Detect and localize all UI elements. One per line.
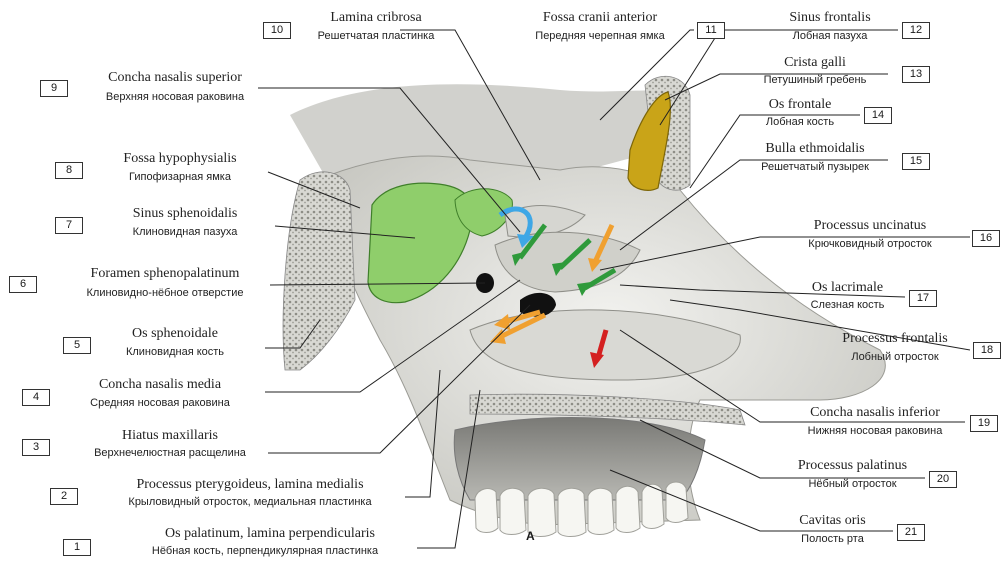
label-number: 21 [897, 524, 925, 541]
label-russian: Крючковидный отросток [770, 238, 970, 251]
label-russian: Решетчатый пузырек [740, 161, 890, 174]
label-russian: Лобный отросток [820, 351, 970, 364]
label-latin: Crista galli [740, 55, 890, 70]
label-latin: Os frontale [740, 97, 860, 112]
label-russian: Нёбный отросток [780, 478, 925, 491]
label-russian: Лобная пазуха [760, 30, 900, 43]
label-latin: Cavitas oris [770, 513, 895, 528]
label-latin: Lamina cribrosa [296, 10, 456, 25]
label-russian: Гипофизарная ямка [90, 171, 270, 184]
label-latin: Os lacrimale [790, 280, 905, 295]
label-latin: Sinus frontalis [760, 10, 900, 25]
label-latin: Concha nasalis inferior [780, 405, 970, 420]
label-number: 19 [970, 415, 998, 432]
label-latin: Sinus sphenoidalis [95, 206, 275, 221]
label-number: 2 [50, 488, 78, 505]
label-latin: Processus frontalis [820, 331, 970, 346]
label-russian: Клиновидная кость [90, 346, 260, 359]
label-russian: Нёбная кость, перпендикулярная пластинка [100, 545, 430, 558]
label-latin: Foramen sphenopalatinum [55, 266, 275, 281]
label-latin: Hiatus maxillaris [70, 428, 270, 443]
label-number: 20 [929, 471, 957, 488]
label-russian: Лобная кость [740, 116, 860, 129]
label-russian: Слезная кость [790, 299, 905, 312]
label-latin: Os sphenoidale [95, 326, 255, 341]
label-russian: Полость рта [770, 533, 895, 546]
label-russian: Петушиный гребень [740, 74, 890, 87]
label-latin: Fossa hypophysialis [90, 151, 270, 166]
label-russian: Верхнечелюстная расщелина [60, 447, 280, 460]
label-number: 17 [909, 290, 937, 307]
label-latin: Concha nasalis superior [70, 70, 280, 85]
label-latin: Bulla ethmoidalis [740, 141, 890, 156]
label-russian: Крыловидный отросток, медиальная пластин… [80, 496, 420, 509]
label-number: 1 [63, 539, 91, 556]
label-latin: Processus palatinus [780, 458, 925, 473]
label-russian: Верхняя носовая раковина [95, 91, 255, 104]
label-number: 9 [40, 80, 68, 97]
label-russian: Решетчатая пластинка [296, 30, 456, 43]
label-russian: Клиновидная пазуха [95, 226, 275, 239]
label-number: 14 [864, 107, 892, 124]
label-number: 16 [972, 230, 1000, 247]
label-number: 15 [902, 153, 930, 170]
label-russian: Клиновидно-нёбное отверстие [85, 287, 245, 300]
label-number: 11 [697, 22, 725, 39]
label-latin: Processus uncinatus [770, 218, 970, 233]
figure-letter: A [526, 529, 535, 543]
label-number: 7 [55, 217, 83, 234]
label-number: 5 [63, 337, 91, 354]
label-russian: Нижняя носовая раковина [780, 425, 970, 438]
label-number: 13 [902, 66, 930, 83]
label-number: 10 [263, 22, 291, 39]
label-number: 12 [902, 22, 930, 39]
label-number: 6 [9, 276, 37, 293]
label-number: 3 [22, 439, 50, 456]
label-latin: Processus pterygoideus, lamina medialis [100, 477, 400, 492]
label-latin: Fossa cranii anterior [505, 10, 695, 25]
label-latin: Os palatinum, lamina perpendicularis [125, 526, 415, 541]
label-number: 18 [973, 342, 1001, 359]
label-number: 8 [55, 162, 83, 179]
label-russian: Передняя черепная ямка [505, 30, 695, 43]
label-number: 4 [22, 389, 50, 406]
label-latin: Concha nasalis media [60, 377, 260, 392]
label-russian: Средняя носовая раковина [50, 397, 270, 410]
